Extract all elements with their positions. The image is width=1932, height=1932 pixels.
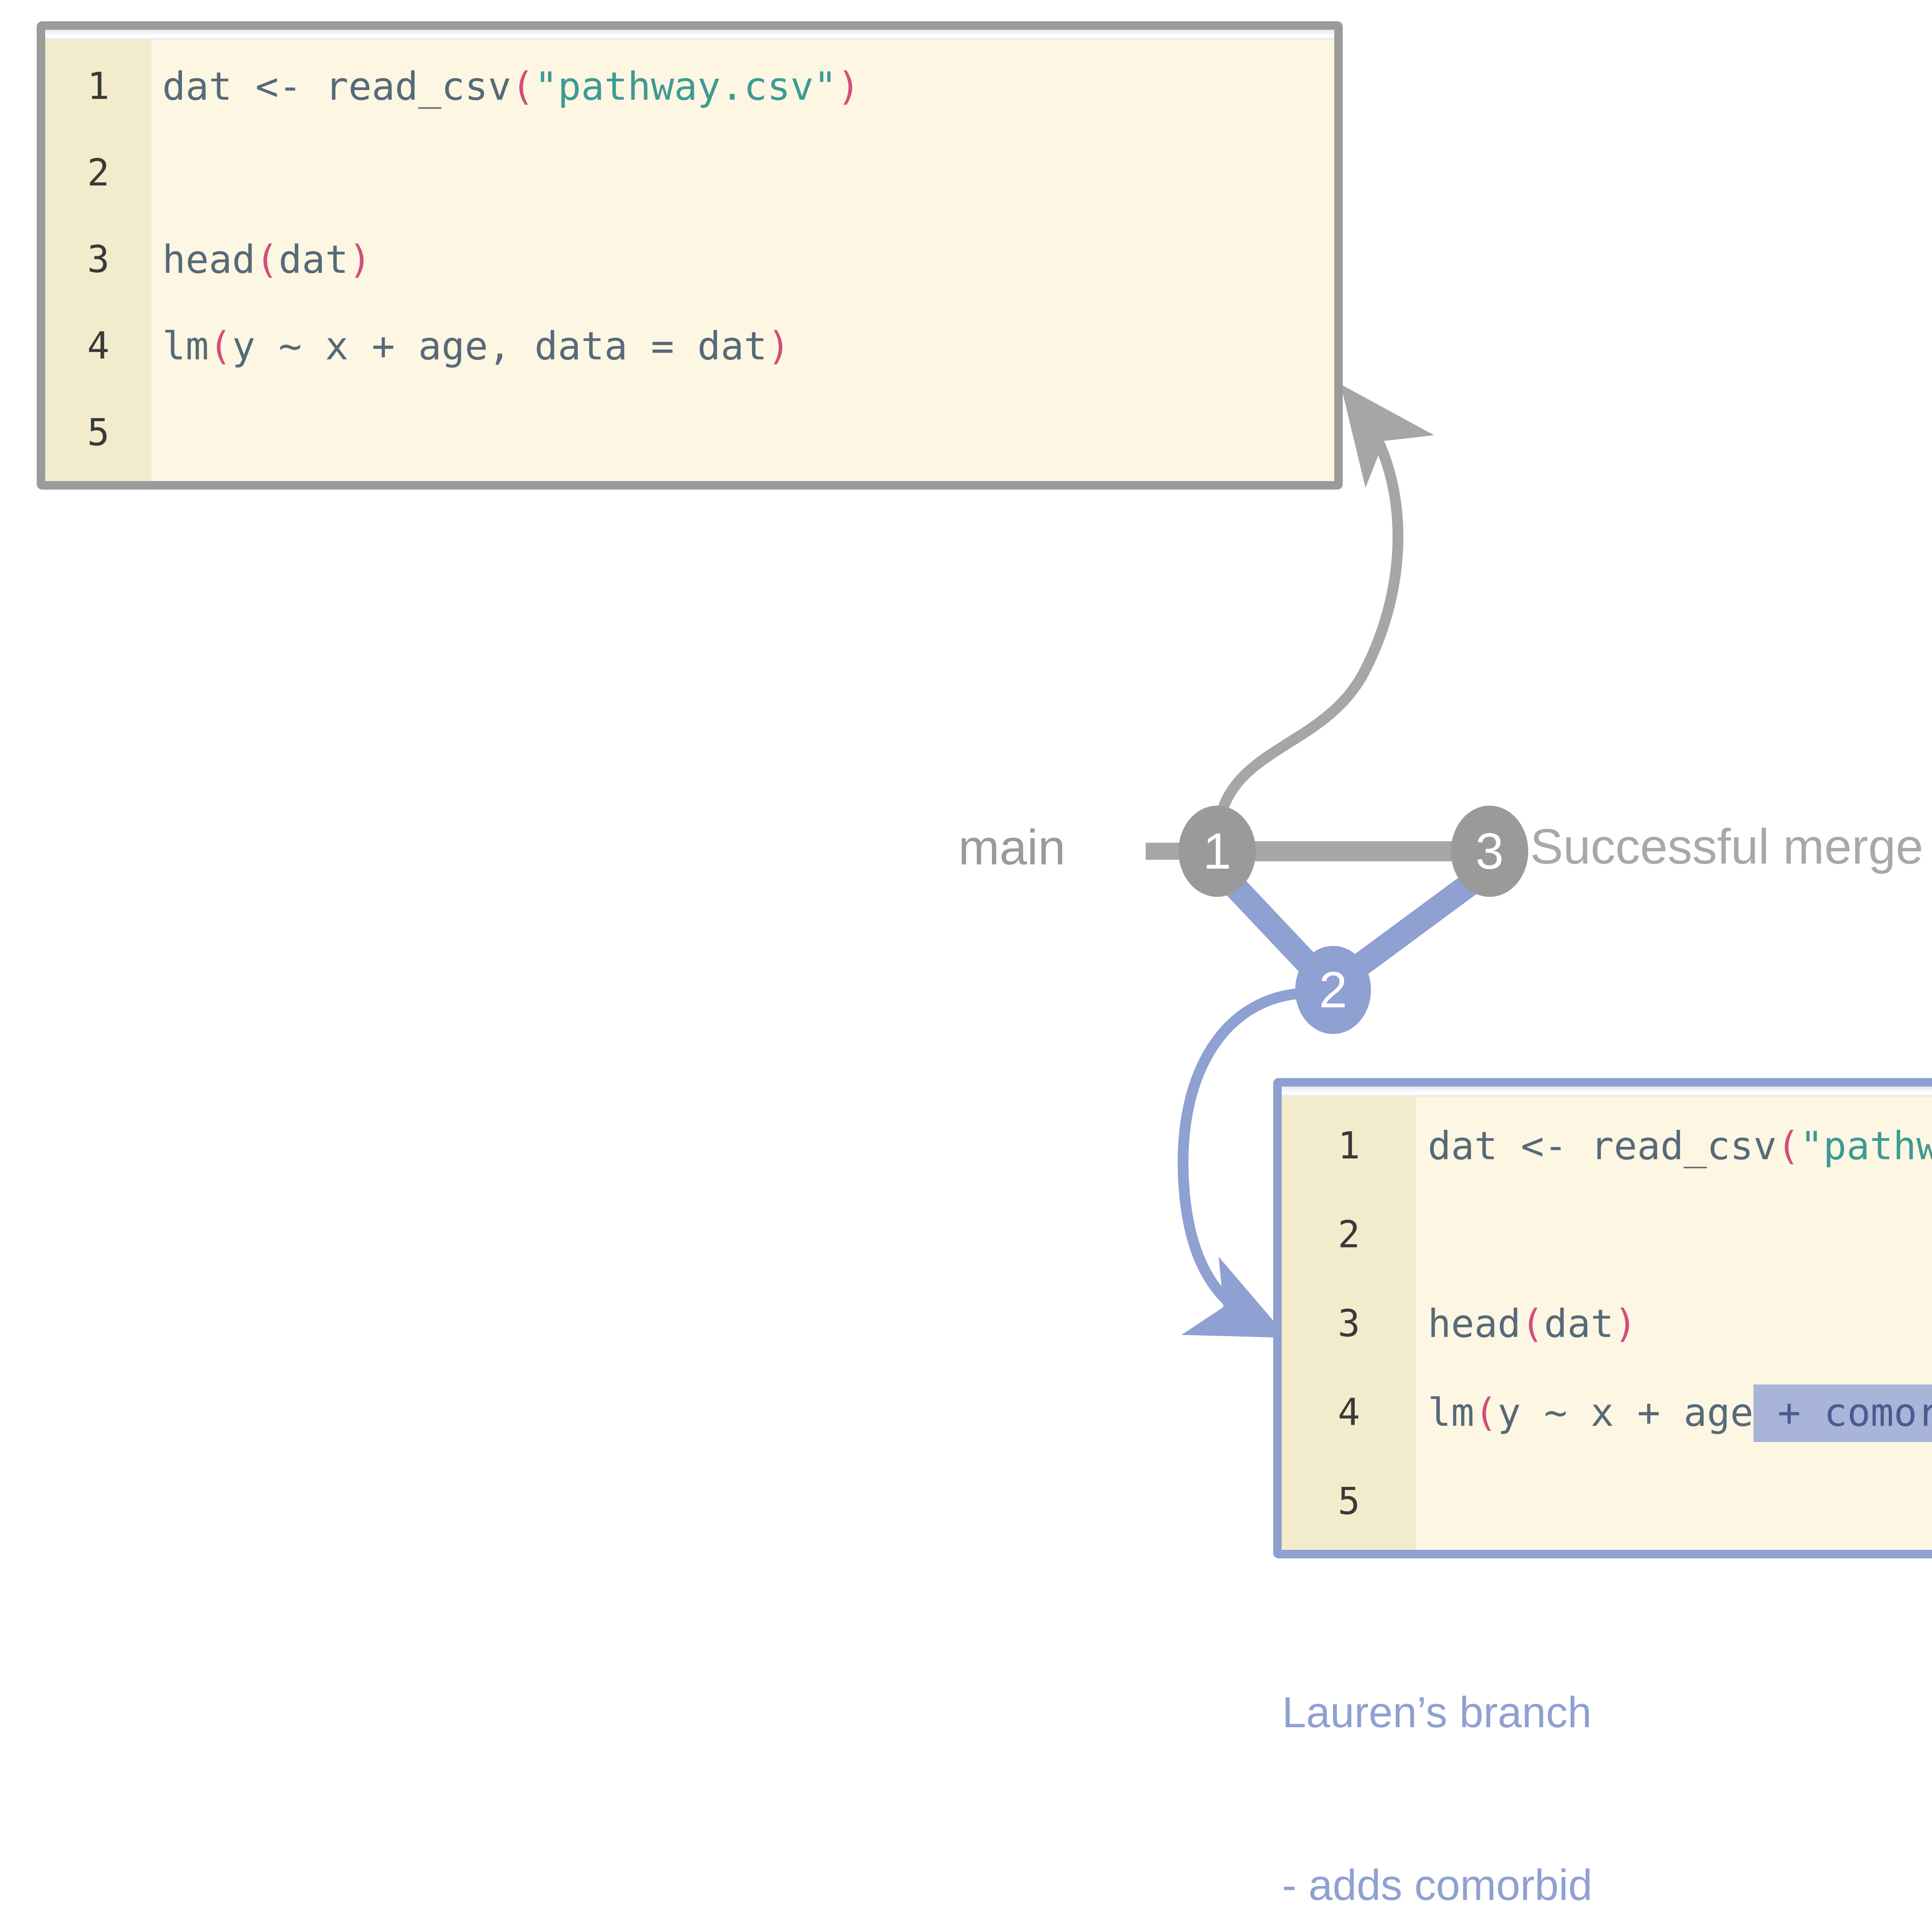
code-token: ): [767, 323, 791, 369]
branch-caption-line2: - adds comorbid: [1282, 1861, 1593, 1909]
line-number: 1: [87, 65, 110, 108]
code-token: (: [1520, 1301, 1544, 1346]
commit-node-2-label: 2: [1319, 961, 1347, 1018]
code-token: "pathway.csv": [534, 63, 837, 109]
code-token: ): [837, 63, 861, 109]
code-line[interactable]: 5: [1282, 1457, 1932, 1546]
code-token: y ~ x + age: [1497, 1389, 1753, 1435]
line-number: 4: [1338, 1391, 1360, 1434]
code-line[interactable]: 3 head(dat): [1282, 1279, 1932, 1368]
line-number: 3: [87, 238, 110, 281]
line-number: 2: [1338, 1213, 1360, 1256]
highlighted-code-token: + comorbid: [1753, 1384, 1932, 1442]
panel-title-strip: [45, 30, 1334, 40]
branch-caption-line1: Lauren’s branch: [1282, 1688, 1592, 1736]
branch-edge-1-2: [1225, 876, 1321, 976]
code-line[interactable]: 2: [1282, 1190, 1932, 1279]
code-token: head: [162, 236, 255, 282]
code-token: (: [1777, 1123, 1800, 1168]
code-token: dat <- read_csv: [1428, 1123, 1777, 1168]
code-token: (: [1474, 1389, 1498, 1435]
code-line[interactable]: 5: [45, 389, 1334, 476]
code-line[interactable]: 1 dat <- read_csv("pathway.csv"): [1282, 1101, 1932, 1190]
code-text[interactable]: dat <- read_csv("pathway.csv"): [1416, 1123, 1932, 1168]
line-number-gutter: [45, 40, 151, 481]
line-number: 1: [1338, 1124, 1360, 1167]
line-number: 5: [87, 411, 110, 454]
code-token: lm: [1428, 1389, 1475, 1435]
code-token: y ~ x + age, data = dat: [232, 323, 767, 369]
line-number: 4: [87, 324, 110, 367]
code-line[interactable]: 2: [45, 129, 1334, 216]
commit-node-2[interactable]: 2: [1295, 946, 1371, 1034]
code-token: lm: [162, 323, 209, 369]
commit-node-1-label: 1: [1203, 823, 1231, 879]
branch-edge-2-3: [1349, 872, 1480, 978]
code-line[interactable]: 4 lm(y ~ x + age, data = dat): [45, 303, 1334, 389]
code-token: dat: [1544, 1301, 1614, 1346]
code-token: ): [348, 236, 372, 282]
code-line[interactable]: 3 head(dat): [45, 216, 1334, 303]
line-number: 5: [1338, 1480, 1360, 1523]
code-text[interactable]: head(dat): [1416, 1301, 1932, 1346]
code-token: head: [1428, 1301, 1521, 1346]
panel-title-strip: [1282, 1087, 1932, 1097]
code-token: (: [209, 323, 232, 369]
code-line[interactable]: 4 lm(y ~ x + age + comorbid, data = dat): [1282, 1368, 1932, 1457]
commit-node-1[interactable]: 1: [1179, 806, 1256, 897]
branch-caption: Lauren’s branch - adds comorbid: [1282, 1569, 1592, 1932]
code-token: dat <- read_csv: [162, 63, 512, 109]
code-token: ): [1614, 1301, 1637, 1346]
line-number: 2: [87, 151, 110, 194]
line-number-gutter: [1282, 1097, 1416, 1550]
line-number: 3: [1338, 1302, 1360, 1345]
code-token: (: [511, 63, 535, 109]
commit-node-3-label: 3: [1475, 823, 1504, 879]
code-text[interactable]: lm(y ~ x + age, data = dat): [151, 323, 1334, 369]
code-text[interactable]: dat <- read_csv("pathway.csv"): [151, 64, 1334, 109]
code-token: "pathway.csv": [1800, 1123, 1932, 1168]
code-text[interactable]: head(dat): [151, 237, 1334, 282]
code-line[interactable]: 1 dat <- read_csv("pathway.csv"): [45, 43, 1334, 129]
commit-node-3[interactable]: 3: [1451, 806, 1528, 897]
merge-status-label: Successful merge into main: [1530, 819, 1923, 874]
code-token: dat: [279, 236, 349, 282]
code-text[interactable]: lm(y ~ x + age + comorbid, data = dat): [1416, 1384, 1932, 1442]
branch-label-main: main: [958, 820, 1066, 875]
code-token: (: [255, 236, 279, 282]
